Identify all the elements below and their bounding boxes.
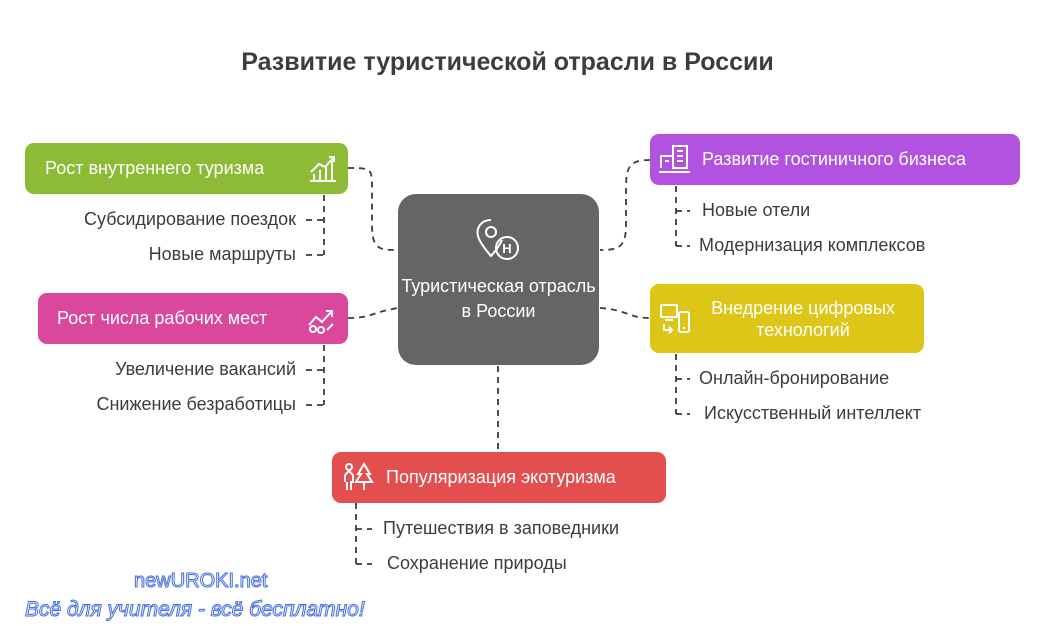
item-nature-conservation: Сохранение природы bbox=[387, 553, 567, 573]
branch-domestic-tourism: Рост внутреннего туризма bbox=[25, 143, 348, 194]
branch-hotel-business-label: Развитие гостиничного бизнеса bbox=[702, 149, 966, 169]
svg-text:H: H bbox=[502, 241, 511, 256]
branch-domestic-tourism-label: Рост внутреннего туризма bbox=[45, 158, 265, 178]
trend-arrow-icon bbox=[305, 303, 337, 340]
connector-mid-left-items bbox=[306, 345, 325, 406]
connector-top-right-items bbox=[675, 186, 690, 247]
central-node: H Туристическая отрасль в России bbox=[398, 194, 599, 365]
connector-bottom-items bbox=[355, 503, 372, 565]
item-new-hotels: Новые отели bbox=[702, 200, 811, 220]
watermark-site: newUROKI.net bbox=[133, 570, 268, 593]
hotel-buildings-icon bbox=[658, 143, 692, 180]
item-unemployment-decrease: Снижение безработицы bbox=[96, 394, 296, 414]
devices-sync-icon bbox=[658, 302, 692, 341]
item-nature-reserve-trips: Путешествия в заповедники bbox=[383, 518, 620, 538]
branch-digital-tech-label: Внедрение цифровых технологий bbox=[711, 297, 895, 340]
item-online-booking: Онлайн-бронирование bbox=[699, 368, 890, 388]
map-pin-hotel-icon: H bbox=[473, 216, 525, 273]
item-vacancies-increase: Увеличение вакансий bbox=[115, 359, 296, 379]
connector-mid-left bbox=[347, 307, 399, 319]
diagram-title: Развитие туристической отрасли в России bbox=[241, 48, 774, 76]
watermark-slogan: Всё для учителя - всё бесплатно! bbox=[25, 598, 366, 622]
connector-top-right bbox=[599, 159, 651, 251]
item-complex-modernization: Модернизация комплексов bbox=[699, 235, 926, 255]
item-subsidies: Субсидирование поездок bbox=[84, 209, 296, 229]
connector-mid-right bbox=[599, 307, 651, 319]
central-node-label: Туристическая отрасль в России bbox=[401, 276, 596, 321]
branch-ecotourism-label: Популяризация экотуризма bbox=[386, 467, 616, 487]
branch-ecotourism: Популяризация экотуризма bbox=[332, 452, 666, 503]
connector-top-left-items bbox=[306, 195, 325, 256]
item-new-routes: Новые маршруты bbox=[148, 244, 296, 264]
branch-jobs-growth: Рост числа рабочих мест bbox=[38, 293, 348, 344]
connector-mid-right-items bbox=[675, 354, 690, 415]
connector-top-left bbox=[347, 167, 399, 251]
branch-jobs-growth-label: Рост числа рабочих мест bbox=[57, 308, 268, 328]
branch-digital-tech: Внедрение цифровых технологий bbox=[650, 284, 924, 353]
branch-hotel-business: Развитие гостиничного бизнеса bbox=[650, 134, 1020, 185]
growth-chart-icon bbox=[307, 152, 339, 189]
item-artificial-intelligence: Искусственный интеллект bbox=[704, 403, 922, 423]
hikers-tree-icon bbox=[341, 461, 375, 498]
